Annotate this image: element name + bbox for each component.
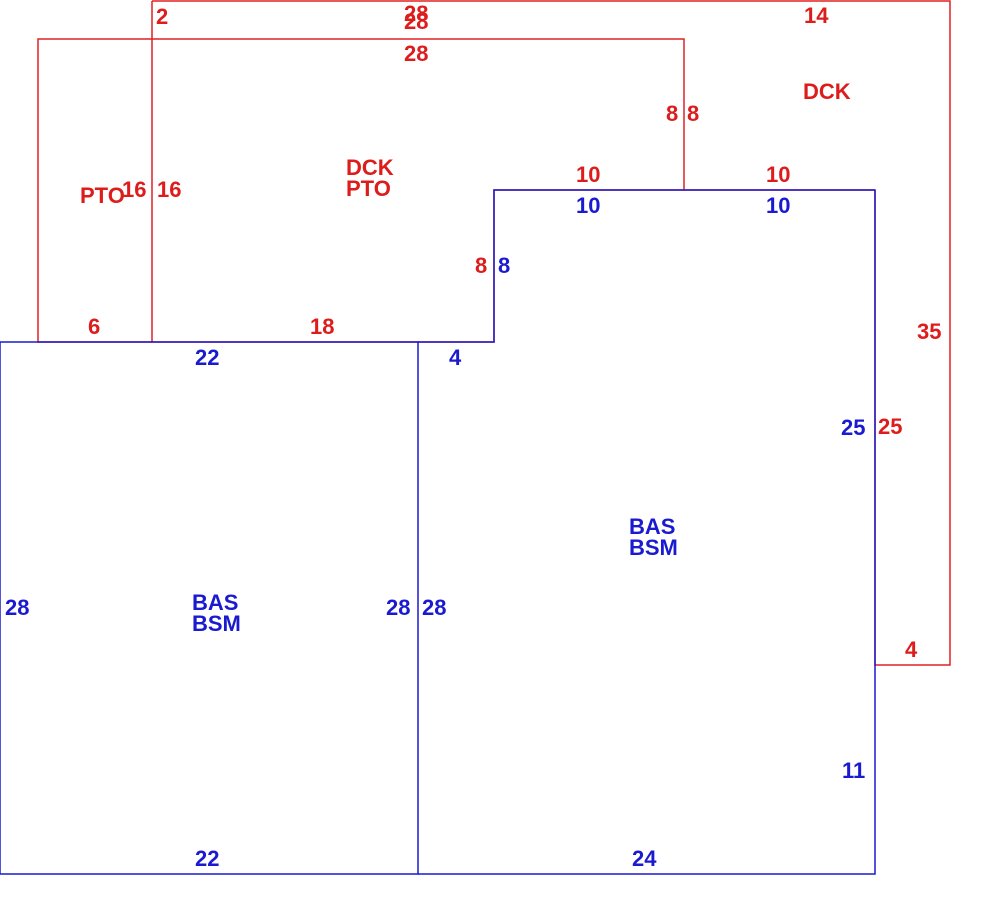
- dim-label: 8: [475, 253, 487, 278]
- dim-label: 28: [404, 9, 428, 34]
- area-label-bas-left-2: BSM: [192, 611, 241, 636]
- dim-label: 8: [498, 253, 510, 278]
- area-label-dck-pto-1: DCK: [346, 155, 394, 180]
- dim-label: 35: [917, 319, 941, 344]
- outline-bas-right: [418, 189, 876, 875]
- area-label-dck-pto-2: PTO: [346, 176, 391, 201]
- dim-label: 10: [766, 193, 790, 218]
- dim-label: 22: [195, 345, 219, 370]
- dim-label: 6: [88, 314, 100, 339]
- dim-label: 10: [576, 193, 600, 218]
- area-label-bas-right-2: BSM: [629, 535, 678, 560]
- dim-label: 16: [157, 177, 181, 202]
- dim-label: 4: [905, 637, 918, 662]
- dim-label: 18: [310, 314, 334, 339]
- dim-label: 28: [422, 595, 446, 620]
- dim-label: 4: [449, 345, 462, 370]
- dim-label: 2: [156, 4, 168, 29]
- area-label-pto: PTO: [80, 183, 125, 208]
- dim-label: 11: [842, 758, 865, 783]
- area-label-bas-right-1: BAS: [629, 514, 675, 539]
- dim-label: 28: [386, 595, 410, 620]
- dim-label: 14: [804, 3, 829, 28]
- dim-label: 24: [632, 846, 657, 871]
- dim-label: 28: [5, 595, 29, 620]
- area-label-dck: DCK: [803, 79, 851, 104]
- dim-label: 28: [404, 41, 428, 66]
- area-label-bas-left-1: BAS: [192, 590, 238, 615]
- dim-label: 8: [666, 101, 678, 126]
- dim-label: 28: [404, 1, 428, 26]
- dim-label: 10: [576, 162, 600, 187]
- dim-label: 8: [687, 101, 699, 126]
- dim-label: 10: [766, 162, 790, 187]
- dim-label: 16: [122, 177, 146, 202]
- dim-label: 25: [878, 414, 902, 439]
- dim-label: 22: [195, 846, 219, 871]
- dim-label: 25: [841, 415, 865, 440]
